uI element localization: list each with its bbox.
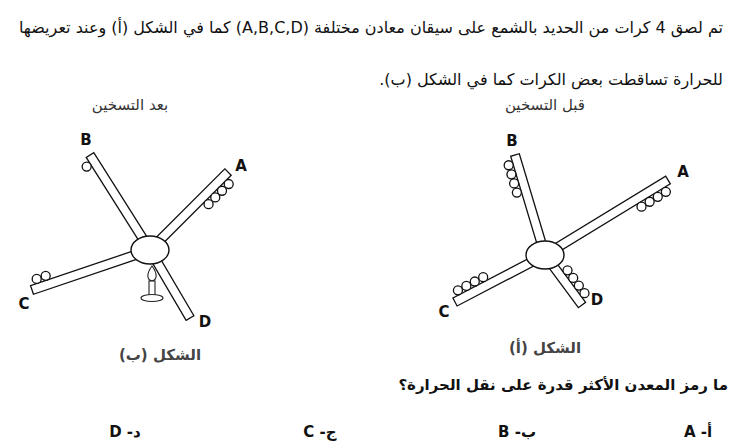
answer-option: أ- A <box>684 423 712 441</box>
iron-ball <box>462 281 471 290</box>
rod-letter: D <box>199 313 211 331</box>
iron-ball <box>504 161 513 170</box>
rod-letter: B <box>80 131 91 149</box>
figure-caption: الشكل (أ) <box>509 339 581 357</box>
iron-ball <box>479 273 488 282</box>
rod-cross <box>453 154 670 308</box>
hub <box>526 241 564 269</box>
iron-ball <box>453 286 462 295</box>
iron-ball <box>32 274 41 283</box>
question-text: ما رمز المعدن الأكثر قدرة على نقل الحرار… <box>398 376 728 394</box>
answer-option: ب- B <box>498 423 536 441</box>
figure-heading: بعد التسخين <box>92 96 168 114</box>
flame <box>148 266 156 281</box>
metal-rod <box>543 176 671 259</box>
rod-letter: A <box>677 163 689 181</box>
iron-ball <box>507 170 516 179</box>
iron-ball <box>41 271 50 280</box>
iron-ball <box>563 266 572 275</box>
figure-caption: الشكل (ب) <box>119 346 201 364</box>
figure-heading: قبل التسخين <box>505 96 585 114</box>
hub <box>131 236 169 264</box>
rod-letter: D <box>591 291 603 309</box>
candle-base <box>141 295 163 302</box>
rod-cross <box>31 153 234 321</box>
answer-option: ج- C <box>303 423 336 441</box>
iron-ball <box>470 277 479 286</box>
iron-ball <box>645 197 654 206</box>
rod-letter: C <box>438 303 449 321</box>
iron-ball <box>204 200 213 209</box>
answer-option: د- D <box>109 423 141 441</box>
candle <box>141 266 163 302</box>
iron-ball <box>661 187 670 196</box>
iron-ball <box>512 188 521 197</box>
rod-letter: B <box>506 132 517 150</box>
iron-ball <box>82 162 91 171</box>
iron-ball <box>653 192 662 201</box>
question-stem: تم لصق 4 كرات من الحديد بالشمع على سيقان… <box>11 2 723 106</box>
iron-ball <box>510 179 519 188</box>
rod-letter: C <box>18 295 29 313</box>
rod-letter: A <box>235 157 247 175</box>
iron-ball <box>637 202 646 211</box>
